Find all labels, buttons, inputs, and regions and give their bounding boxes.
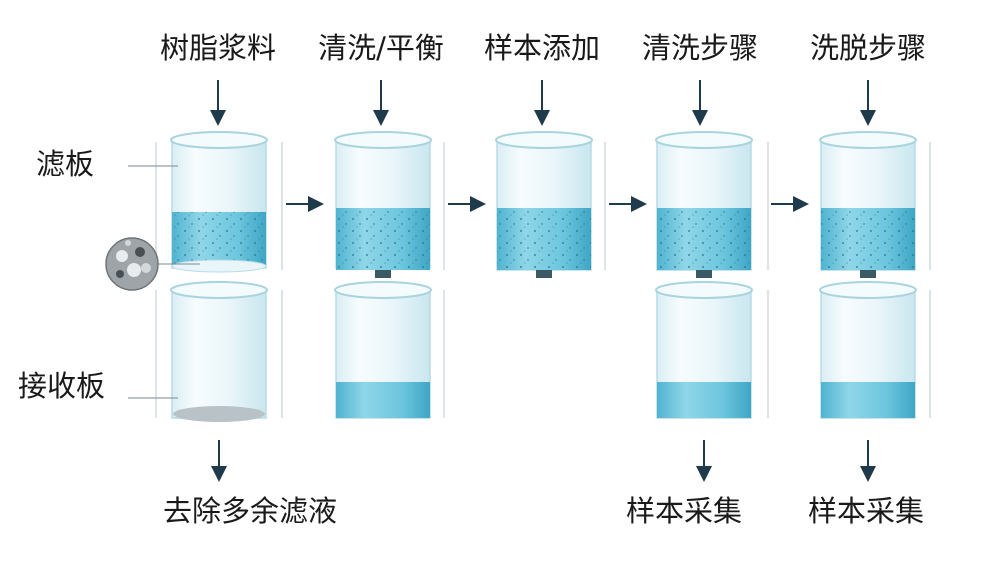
receiver-tube-1 — [170, 281, 268, 422]
filter-tube-3 — [495, 131, 593, 278]
receiver-tube-2 — [334, 281, 432, 419]
filter-tube-2 — [334, 131, 432, 278]
step-label-wash-step: 清洗步骤 — [641, 31, 759, 65]
step-label-wash-equilibrate: 清洗/平衡 — [318, 31, 444, 65]
resin-bead-icon — [105, 237, 159, 291]
step-label-sample-add: 样本添加 — [483, 31, 601, 65]
background-tube-outlines — [155, 142, 931, 418]
sample-collect-label-1: 样本采集 — [625, 494, 743, 528]
filter-tube-4 — [655, 131, 753, 278]
receiver-plate-label: 接收板 — [18, 369, 106, 403]
sample-collect-label-2: 样本采集 — [807, 494, 925, 528]
down-arrows-bottom — [211, 440, 876, 482]
remove-filtrate-label: 去除多余滤液 — [162, 494, 338, 528]
step-label-resin-slurry: 树脂浆料 — [159, 31, 277, 65]
down-arrows-top — [210, 80, 876, 126]
receiver-tube-4 — [655, 281, 753, 419]
step-label-elution-step: 洗脱步骤 — [809, 31, 927, 65]
filter-plate-label: 滤板 — [36, 147, 95, 181]
receiver-tube-5 — [819, 281, 917, 419]
filter-tube-5 — [819, 131, 917, 278]
filter-tube-1 — [170, 131, 268, 273]
